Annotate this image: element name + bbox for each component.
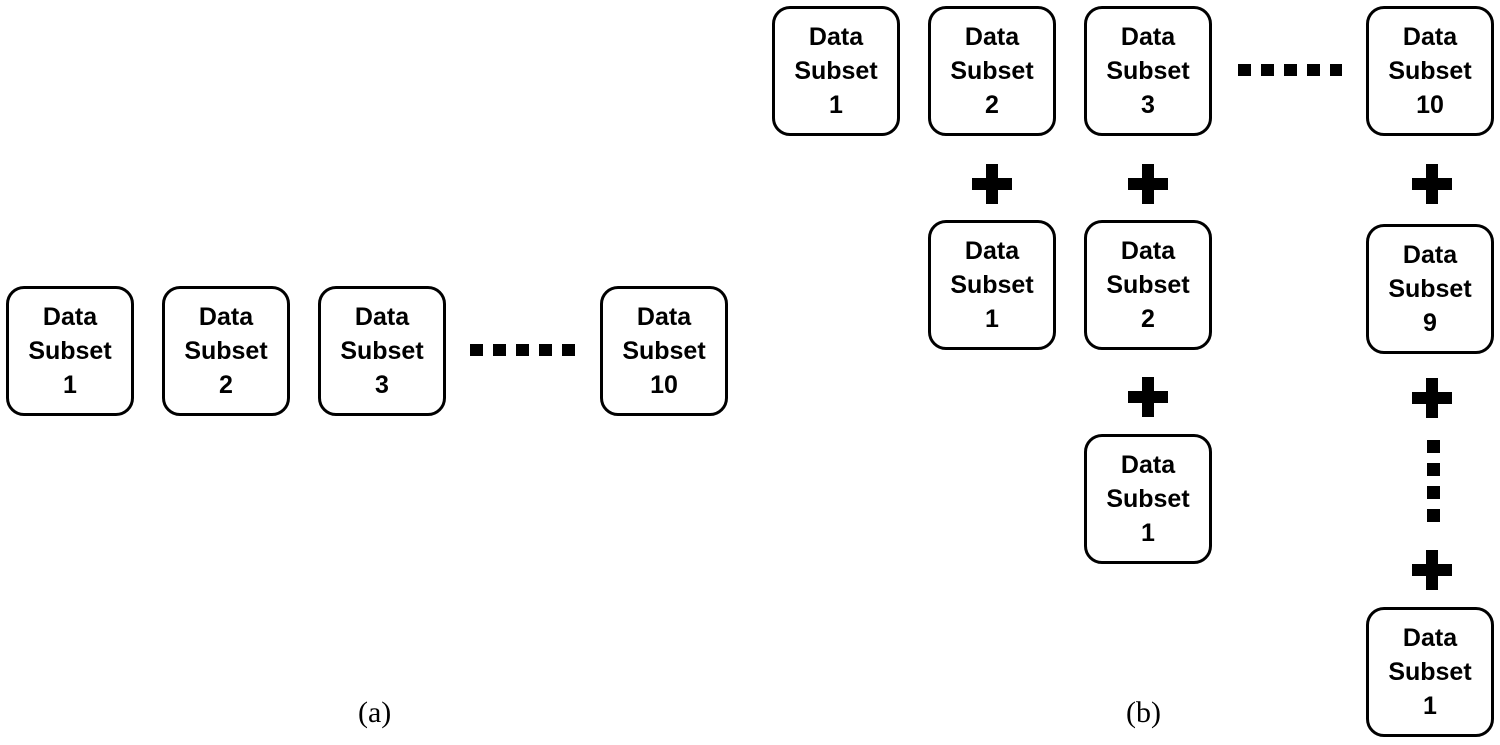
box-number: 1 xyxy=(829,91,843,119)
box-number: 1 xyxy=(985,305,999,333)
box-label: Subset xyxy=(184,337,268,365)
box-number: 2 xyxy=(985,91,999,119)
plus-icon xyxy=(1412,164,1452,204)
ellipsis-dashes-a xyxy=(470,344,578,356)
box-label: Subset xyxy=(622,337,706,365)
box-label: Data xyxy=(808,23,864,51)
box-label: Subset xyxy=(950,57,1034,85)
box-number: 2 xyxy=(1141,305,1155,333)
box-label: Data xyxy=(964,237,1020,265)
box-number: 10 xyxy=(1416,91,1444,119)
box-label: Data xyxy=(1120,451,1176,479)
box-label: Subset xyxy=(28,337,112,365)
box-label: Data xyxy=(1402,624,1458,652)
vertical-ellipsis-dashes xyxy=(1427,440,1440,527)
caption-b: (b) xyxy=(1126,696,1161,729)
ellipsis-dashes-b xyxy=(1238,64,1342,76)
box-label: Data xyxy=(1402,241,1458,269)
box-label: Data xyxy=(1402,23,1458,51)
box-label: Data xyxy=(1120,23,1176,51)
box-label: Data xyxy=(42,303,98,331)
box-number: 1 xyxy=(63,371,77,399)
box-label: Subset xyxy=(340,337,424,365)
box-label: Subset xyxy=(1388,658,1472,686)
box-number: 10 xyxy=(650,371,678,399)
box-label: Data xyxy=(354,303,410,331)
box-label: Subset xyxy=(1388,275,1472,303)
box-label: Data xyxy=(636,303,692,331)
box-label: Subset xyxy=(1388,57,1472,85)
box-number: 9 xyxy=(1423,309,1437,337)
plus-icon xyxy=(1412,550,1452,590)
plus-icon xyxy=(1128,164,1168,204)
box-label: Subset xyxy=(1106,271,1190,299)
box-label: Subset xyxy=(950,271,1034,299)
box-number: 3 xyxy=(375,371,389,399)
box-number: 2 xyxy=(219,371,233,399)
box-label: Data xyxy=(1120,237,1176,265)
box-label: Subset xyxy=(1106,57,1190,85)
box-label: Subset xyxy=(1106,485,1190,513)
plus-icon xyxy=(972,164,1012,204)
caption-a: (a) xyxy=(358,696,392,729)
plus-icon xyxy=(1128,377,1168,417)
box-label: Subset xyxy=(794,57,878,85)
box-number: 1 xyxy=(1423,692,1437,720)
box-number: 3 xyxy=(1141,91,1155,119)
box-number: 1 xyxy=(1141,519,1155,547)
plus-icon xyxy=(1412,378,1452,418)
box-label: Data xyxy=(198,303,254,331)
box-label: Data xyxy=(964,23,1020,51)
